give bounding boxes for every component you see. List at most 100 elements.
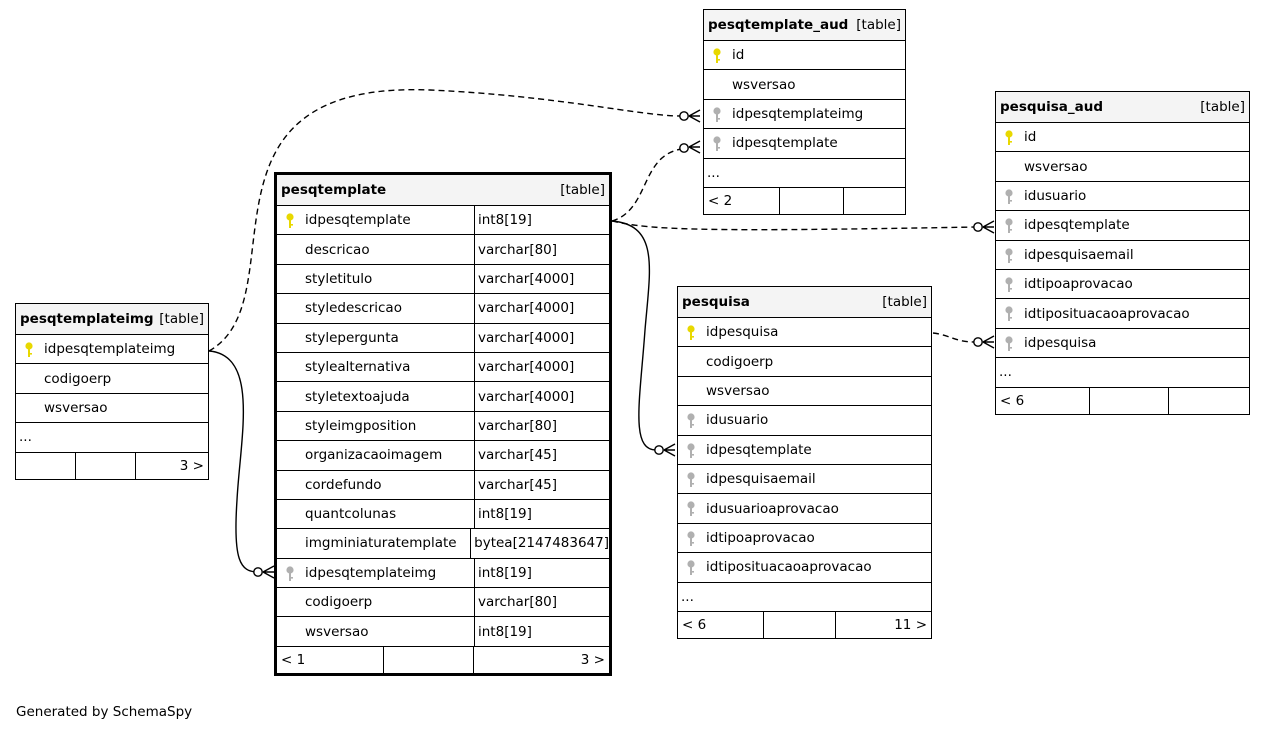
- children-count[interactable]: 11 >: [894, 616, 927, 633]
- column-row[interactable]: idtiposituacaoaprovacao: [678, 553, 931, 583]
- rel-end-circle: [253, 567, 263, 577]
- column-type: int8[19]: [474, 206, 609, 235]
- column-row[interactable]: id: [996, 123, 1249, 153]
- table-header: pesquisa_aud[table]: [996, 92, 1249, 123]
- column-name: idpesqtemplate: [277, 206, 474, 234]
- rel-end-circle: [973, 337, 983, 347]
- column-row[interactable]: idpesqtemplate int8[19]: [277, 206, 609, 236]
- column-row[interactable]: wsversao: [704, 70, 905, 100]
- column-row[interactable]: wsversao: [16, 394, 208, 424]
- more-columns-label: ...: [707, 164, 720, 181]
- column-name-text: wsversao: [706, 382, 770, 399]
- column-name-text: idpesqtemplateimg: [305, 564, 437, 581]
- column-row[interactable]: idpesquisa: [996, 329, 1249, 359]
- parents-count[interactable]: < 1: [277, 646, 384, 673]
- column-type: varchar[4000]: [474, 382, 609, 411]
- column-row[interactable]: wsversao: [678, 377, 931, 407]
- column-name-text: stylepergunta: [305, 329, 399, 346]
- column-row[interactable]: idtiposituacaoaprovacao: [996, 299, 1249, 329]
- table-name[interactable]: pesqtemplate_aud: [708, 17, 849, 33]
- rows-count: [384, 646, 474, 673]
- column-row[interactable]: codigoerp: [678, 347, 931, 377]
- table-footer: < 2: [704, 187, 905, 214]
- column-row[interactable]: codigoerp: [16, 364, 208, 394]
- children-count[interactable]: 3 >: [179, 457, 204, 474]
- children-count: [844, 188, 905, 214]
- column-row[interactable]: idusuario: [996, 182, 1249, 212]
- column-row[interactable]: idpesqtemplate: [678, 436, 931, 465]
- column-name-text: cordefundo: [305, 476, 382, 493]
- rel-pesquisa-idpesqtemplate: [611, 220, 657, 451]
- column-row[interactable]: idpesqtemplateimg: [704, 100, 905, 130]
- table-pesqtemplate[interactable]: pesqtemplate [table] idpesqtemplate int8[19…: [274, 172, 612, 676]
- column-row[interactable]: idpesquisaemail: [996, 241, 1249, 270]
- more-columns-row[interactable]: ...: [678, 583, 931, 612]
- column-name: quantcolunas: [277, 500, 474, 528]
- column-name-text: idpesqtemplate: [305, 212, 411, 229]
- column-name: wsversao: [277, 617, 474, 645]
- column-name-text: id: [732, 47, 745, 64]
- column-name-text: stylealternativa: [305, 359, 411, 376]
- column-name-text: idusuarioaprovacao: [706, 500, 839, 517]
- column-row[interactable]: idpesquisaemail: [678, 465, 931, 495]
- column-name-text: wsversao: [44, 399, 108, 416]
- rel-end-crowfoot: [688, 109, 701, 123]
- column-name-text: idtipoaprovacao: [1024, 276, 1133, 293]
- parents-count[interactable]: < 6: [996, 387, 1090, 414]
- table-kind-label: [table]: [882, 294, 927, 310]
- foreign-key-icon: [286, 566, 294, 581]
- table-name[interactable]: pesqtemplateimg: [20, 311, 154, 327]
- table-name[interactable]: pesqtemplate: [281, 182, 387, 198]
- column-row[interactable]: idusuario: [678, 406, 931, 436]
- column-row[interactable]: idpesquisa: [678, 318, 931, 348]
- parents-count[interactable]: < 2: [704, 187, 780, 214]
- column-name: idpesquisa: [996, 329, 1249, 357]
- column-name: styledescricao: [277, 294, 474, 322]
- column-row[interactable]: idtipoaprovacao: [678, 524, 931, 554]
- column-row[interactable]: idpesqtemplate: [704, 129, 905, 159]
- column-row[interactable]: idpesqtemplateimg: [16, 335, 208, 365]
- column-name-text: idpesqtemplateimg: [44, 341, 176, 358]
- more-columns-row[interactable]: ...: [996, 358, 1249, 388]
- column-name: descricao: [277, 235, 474, 263]
- column-row[interactable]: id: [704, 41, 905, 71]
- rel-end-circle: [679, 143, 689, 153]
- column-name-text: styledescricao: [305, 300, 402, 317]
- more-columns-label: ...: [681, 588, 694, 605]
- rel-end-crowfoot: [262, 565, 275, 579]
- table-kind-label: [table]: [560, 182, 605, 198]
- column-name: wsversao: [678, 377, 931, 405]
- column-row[interactable]: wsversao: [996, 152, 1249, 182]
- more-columns-row[interactable]: ...: [16, 423, 208, 453]
- table-name[interactable]: pesquisa_aud: [1000, 99, 1104, 115]
- column-row[interactable]: idtipoaprovacao: [996, 270, 1249, 300]
- more-columns-row[interactable]: ...: [704, 159, 905, 188]
- children-count[interactable]: 3 >: [580, 651, 605, 668]
- rel-end-circle: [654, 445, 664, 455]
- column-row[interactable]: idusuarioaprovacao: [678, 494, 931, 524]
- table-name[interactable]: pesquisa: [682, 294, 750, 310]
- column-name: imgminiaturatemplate: [277, 529, 470, 557]
- column-row[interactable]: idpesqtemplate: [996, 211, 1249, 241]
- column-name: idpesquisa: [678, 318, 931, 346]
- parents-count[interactable]: < 6: [678, 611, 764, 638]
